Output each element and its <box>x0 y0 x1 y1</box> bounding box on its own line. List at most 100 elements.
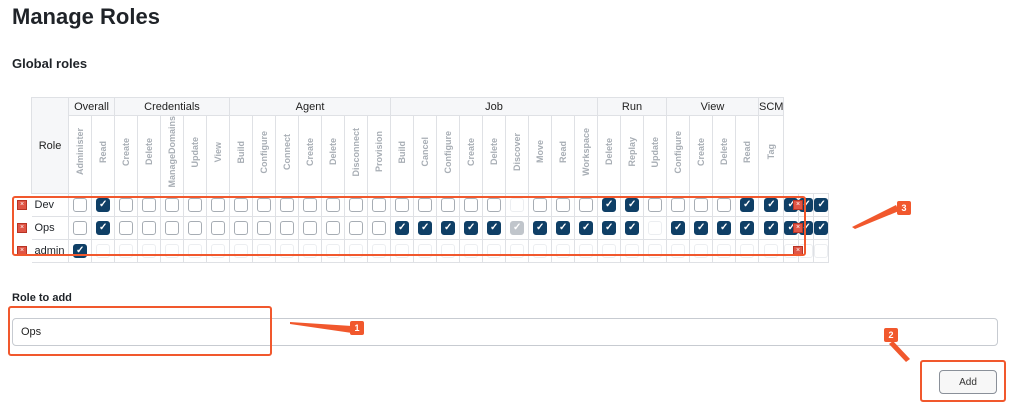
permission-checkbox[interactable] <box>418 197 432 212</box>
permission-checkbox[interactable]: ✓ <box>464 220 478 235</box>
delete-role-left-icon[interactable]: × <box>17 246 27 256</box>
permission-checkbox[interactable]: ✓ <box>96 220 110 235</box>
permission-checkbox[interactable] <box>142 220 156 235</box>
permission-checkbox[interactable] <box>395 197 409 212</box>
permission-checkbox[interactable] <box>625 243 639 258</box>
permission-checkbox[interactable] <box>142 243 156 258</box>
permission-checkbox[interactable]: ✓ <box>717 220 731 235</box>
permission-checkbox[interactable] <box>211 197 225 212</box>
permission-checkbox[interactable] <box>372 220 386 235</box>
permission-checkbox[interactable] <box>487 243 501 258</box>
permission-checkbox[interactable] <box>326 220 340 235</box>
permission-checkbox[interactable] <box>510 243 524 258</box>
permission-checkbox[interactable]: ✓ <box>814 197 829 212</box>
permission-checkbox[interactable] <box>349 197 363 212</box>
permission-checkbox[interactable] <box>142 197 156 212</box>
permission-checkbox[interactable]: ✓ <box>441 220 455 235</box>
permission-checkbox[interactable] <box>211 220 225 235</box>
permission-checkbox[interactable] <box>119 220 133 235</box>
permission-checkbox[interactable] <box>257 220 271 235</box>
permission-checkbox[interactable] <box>303 220 317 235</box>
permission-checkbox[interactable]: ✓ <box>395 220 409 235</box>
permission-checkbox[interactable] <box>234 197 248 212</box>
permission-checkbox[interactable] <box>73 197 87 212</box>
permission-checkbox[interactable]: ✓ <box>694 220 708 235</box>
permission-checkbox[interactable] <box>326 243 340 258</box>
permission-checkbox[interactable]: ✓ <box>556 220 570 235</box>
permission-checkbox[interactable] <box>165 243 179 258</box>
permission-checkbox[interactable]: ✓ <box>740 220 754 235</box>
permission-checkbox[interactable]: ✓ <box>764 197 779 212</box>
permission-checkbox[interactable]: ✓ <box>740 197 754 212</box>
permission-checkbox[interactable]: ✓ <box>625 197 639 212</box>
delete-role-right-icon[interactable]: × <box>793 246 803 256</box>
permission-checkbox[interactable]: ✓ <box>579 220 593 235</box>
permission-checkbox[interactable]: ✓ <box>418 220 432 235</box>
permission-checkbox[interactable]: ✓ <box>814 220 829 235</box>
permission-checkbox[interactable] <box>188 220 202 235</box>
permission-checkbox[interactable] <box>349 243 363 258</box>
permission-checkbox[interactable] <box>556 243 570 258</box>
permission-checkbox[interactable] <box>280 197 294 212</box>
permission-checkbox[interactable]: ✓ <box>671 220 685 235</box>
permission-checkbox[interactable]: ✓ <box>625 220 639 235</box>
permission-checkbox[interactable] <box>395 243 409 258</box>
permission-checkbox[interactable] <box>372 243 386 258</box>
permission-checkbox[interactable] <box>579 243 593 258</box>
permission-checkbox[interactable] <box>96 243 110 258</box>
permission-checkbox[interactable] <box>372 197 386 212</box>
add-button[interactable]: Add <box>939 370 997 394</box>
permission-checkbox[interactable] <box>464 197 478 212</box>
permission-checkbox[interactable] <box>648 197 662 212</box>
permission-checkbox[interactable] <box>556 197 570 212</box>
permission-checkbox[interactable]: ✓ <box>764 220 779 235</box>
permission-checkbox[interactable] <box>211 243 225 258</box>
permission-checkbox[interactable] <box>671 197 685 212</box>
permission-checkbox[interactable] <box>165 220 179 235</box>
permission-checkbox[interactable]: ✓ <box>487 220 501 235</box>
permission-checkbox[interactable] <box>234 243 248 258</box>
permission-checkbox[interactable] <box>257 197 271 212</box>
permission-checkbox[interactable] <box>648 243 662 258</box>
permission-checkbox[interactable] <box>487 197 501 212</box>
permission-checkbox[interactable] <box>694 243 708 258</box>
permission-checkbox[interactable] <box>717 197 731 212</box>
permission-checkbox[interactable] <box>418 243 432 258</box>
permission-checkbox[interactable] <box>326 197 340 212</box>
role-to-add-input[interactable] <box>12 318 998 346</box>
permission-checkbox[interactable] <box>764 243 779 258</box>
permission-checkbox[interactable] <box>441 243 455 258</box>
delete-role-left-icon[interactable]: × <box>17 223 27 233</box>
permission-checkbox[interactable] <box>740 243 754 258</box>
permission-checkbox[interactable]: ✓ <box>73 243 87 258</box>
permission-checkbox[interactable]: ✓ <box>602 197 616 212</box>
permission-checkbox[interactable] <box>441 197 455 212</box>
permission-checkbox[interactable] <box>579 197 593 212</box>
permission-checkbox[interactable] <box>303 197 317 212</box>
permission-checkbox[interactable] <box>533 243 547 258</box>
permission-checkbox[interactable]: ✓ <box>96 197 110 212</box>
permission-checkbox[interactable] <box>717 243 731 258</box>
delete-role-right-icon[interactable]: × <box>793 223 803 233</box>
delete-role-left-icon[interactable]: × <box>17 200 27 210</box>
permission-checkbox[interactable]: ✓ <box>602 220 616 235</box>
permission-checkbox[interactable] <box>648 220 662 235</box>
permission-checkbox[interactable] <box>533 197 547 212</box>
permission-checkbox[interactable] <box>510 197 524 212</box>
permission-checkbox[interactable]: ✓ <box>533 220 547 235</box>
permission-checkbox[interactable] <box>280 220 294 235</box>
permission-checkbox[interactable] <box>464 243 478 258</box>
permission-checkbox[interactable] <box>257 243 271 258</box>
permission-checkbox[interactable] <box>602 243 616 258</box>
permission-checkbox[interactable] <box>165 197 179 212</box>
permission-checkbox[interactable] <box>73 220 87 235</box>
permission-checkbox[interactable] <box>188 197 202 212</box>
permission-checkbox[interactable] <box>234 220 248 235</box>
permission-checkbox[interactable] <box>303 243 317 258</box>
permission-checkbox[interactable] <box>119 197 133 212</box>
permission-checkbox[interactable] <box>814 243 829 258</box>
delete-role-right-icon[interactable]: × <box>793 200 803 210</box>
permission-checkbox[interactable] <box>280 243 294 258</box>
permission-checkbox[interactable] <box>694 197 708 212</box>
permission-checkbox[interactable] <box>671 243 685 258</box>
